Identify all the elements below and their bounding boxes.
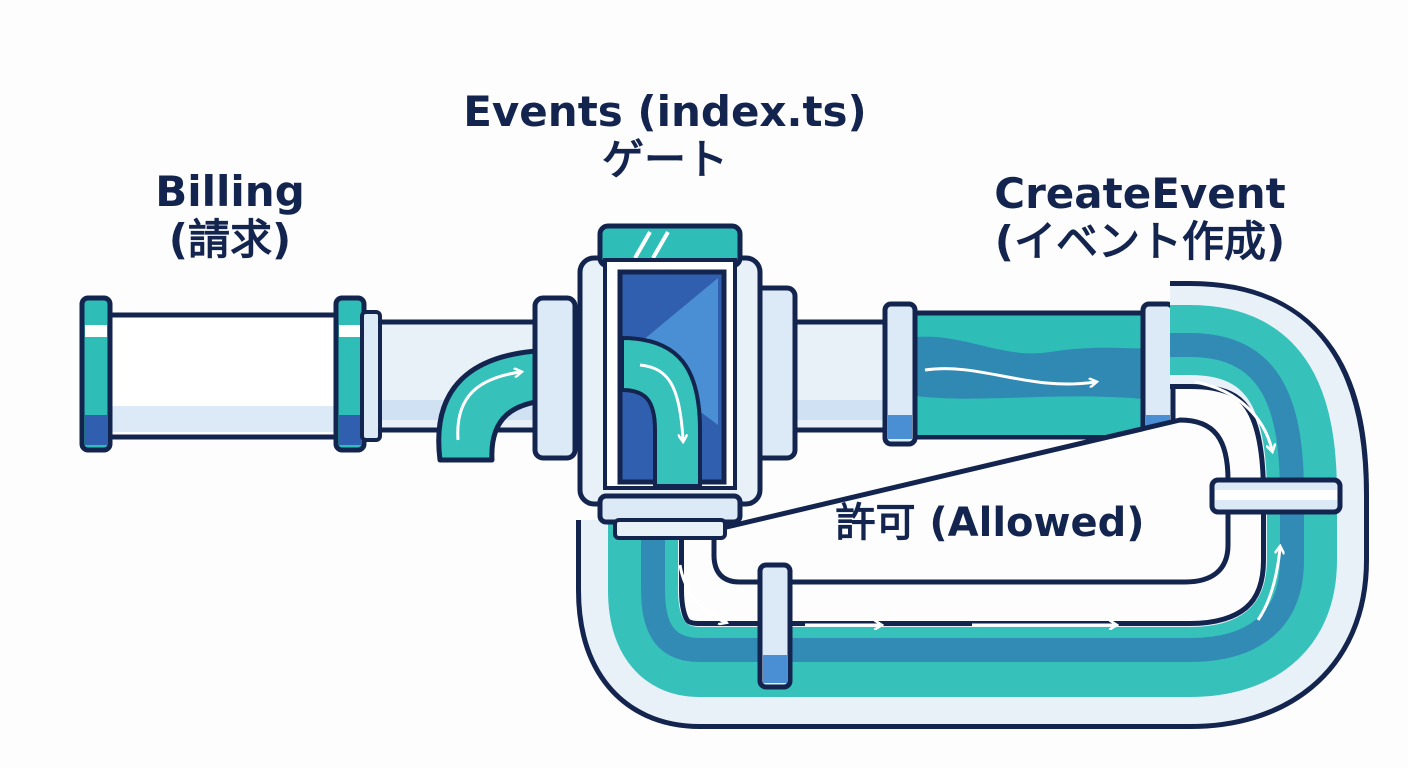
loop-pipe bbox=[576, 281, 1369, 729]
billing-label-line1: Billing bbox=[155, 167, 305, 216]
events-gate bbox=[532, 223, 798, 540]
events-gate-label-line1: Events (index.ts) bbox=[463, 87, 867, 136]
allowed-label: 許可 (Allowed) bbox=[835, 500, 1145, 546]
billing-label: Billing (請求) bbox=[100, 167, 360, 265]
create-event-pipe bbox=[787, 301, 1176, 447]
billing-label-line2: (請求) bbox=[168, 215, 292, 265]
create-event-label-line1: CreateEvent bbox=[994, 169, 1286, 218]
create-event-label-line2: (イベント作成) bbox=[994, 217, 1286, 267]
create-event-label: CreateEvent (イベント作成) bbox=[880, 169, 1400, 267]
events-gate-label: Events (index.ts) ゲート bbox=[410, 87, 920, 185]
events-gate-label-line2: ゲート bbox=[601, 135, 728, 185]
